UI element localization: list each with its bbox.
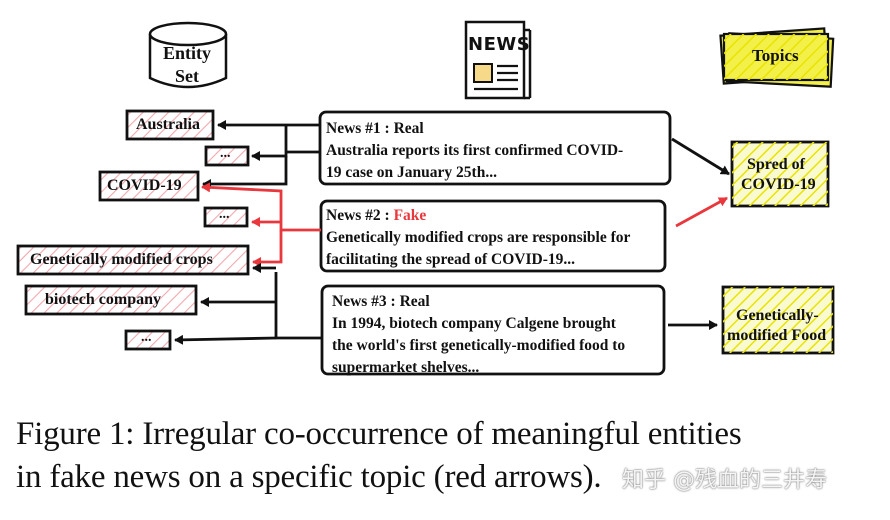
news2-entity-connectors [201,182,321,267]
news-2-status-fake: Fake [393,207,427,224]
entity-label-gm-crops: Genetically modified crops [30,251,213,268]
topic-covid-line1: Spred of [747,156,805,173]
news-1-body-line1: Australia reports its first confirmed CO… [326,142,624,159]
topic-gm-line1: Genetically- [736,307,819,324]
news-2-body-line2: facilitating the spread of COVID-19... [326,251,575,268]
entity-box-ellipsis-2 [203,206,249,228]
figure-caption-line1: Figure 1: Irregular co-occurrence of mea… [16,416,742,452]
entity-label-biotech: biotech company [45,291,161,308]
news-box-3 [320,284,666,376]
news1-topic-arrow [671,137,730,176]
news1-entity-connectors [202,120,320,189]
news2-topic-arrow-red [675,196,728,228]
entity-box-ellipsis-1 [204,145,250,167]
entity-label-ellipsis-3: ... [141,330,152,345]
entity-label-ellipsis-2: ... [219,207,230,222]
figure-caption-line2: in fake news on a specific topic (red ar… [16,459,602,495]
entity-label-ellipsis-1: ... [220,146,231,161]
news-2-body-line1: Genetically modified crops are responsib… [326,229,631,246]
topics-icon-label: Topics [752,46,799,65]
topics-stack-icon [719,27,835,88]
watermark: 知乎 @残血的三井寿 [622,468,827,493]
news-1-text: News #1 : Real Australia reports its fir… [326,118,623,184]
news-box-1 [318,110,672,186]
entity-label-australia: Australia [136,116,200,133]
news-2-title: News #2 : Fake [326,205,630,227]
news-2-text: News #2 : Fake Genetically modified crop… [326,205,630,271]
entity-box-gm-crops [16,244,250,276]
topic-box-gm-food [721,285,835,355]
news-2-title-prefix: News #2 : [326,207,394,224]
news-3-body-line1: In 1994, biotech company Calgene brought [332,315,616,332]
news-3-title: News #3 : Real [332,293,430,310]
news-3-body-line2: the world's first genetically-modified f… [332,337,626,354]
news-box-2 [319,199,667,273]
entity-box-biotech [24,284,198,316]
news-1-title: News #1 : Real [326,120,424,137]
entity-set-title-line1: Entity [163,43,212,63]
news-1-body-line2: 19 case on January 25th... [326,164,497,181]
news3-entity-connectors [174,263,322,345]
entity-box-australia [125,109,215,141]
news-3-text: News #3 : Real In 1994, biotech company … [332,291,625,379]
topic-gm-line2: modified Food [727,327,827,344]
topic-covid-line2: COVID-19 [741,176,816,193]
entity-set-title-line2: Set [175,66,199,86]
news-3-body-line3: supermarket shelves... [332,359,480,376]
entity-box-covid19 [98,170,200,202]
entity-box-ellipsis-3 [124,329,172,351]
database-icon [148,21,228,89]
news-icon-label: NEWS [468,34,531,55]
newspaper-icon [464,20,532,100]
topic-box-covid [730,140,830,208]
entity-label-covid19: COVID-19 [107,177,182,194]
